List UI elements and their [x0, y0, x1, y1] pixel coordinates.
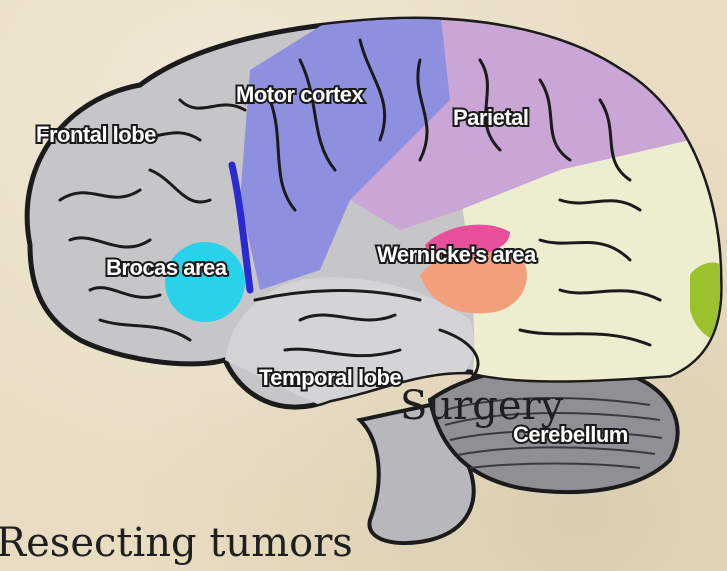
label-frontal-lobe: Frontal lobe	[36, 122, 156, 147]
slide-bullet-surgery: Surgery	[400, 383, 563, 429]
broca-area-highlight	[165, 242, 245, 322]
label-motor-cortex: Motor cortex	[236, 82, 365, 107]
label-wernickes-area: Wernicke's area	[377, 242, 537, 267]
label-temporal-lobe: Temporal lobe	[259, 365, 401, 390]
label-parietal: Parietal	[453, 105, 529, 130]
label-brocas-area: Brocas area	[106, 255, 228, 280]
slide-bullet-resecting-tumors: Resecting tumors	[0, 520, 353, 566]
